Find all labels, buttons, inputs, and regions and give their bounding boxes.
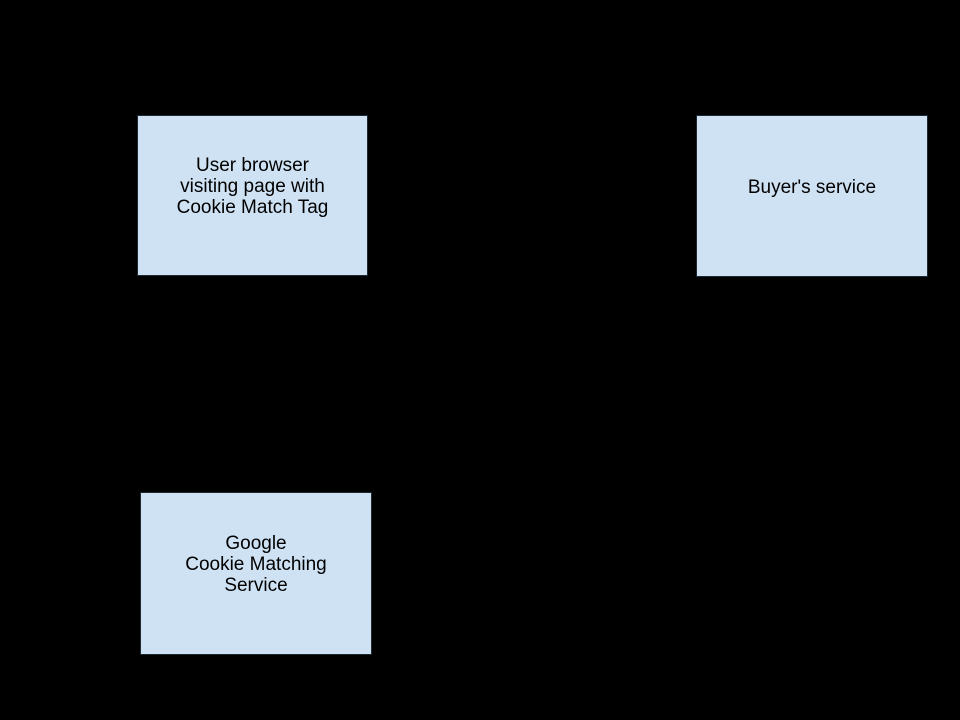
node-user-browser: User browser visiting page with Cookie M… <box>137 115 368 276</box>
node-buyers-service: Buyer's service <box>696 115 928 277</box>
node-user-browser-label: User browser visiting page with Cookie M… <box>176 155 329 218</box>
node-google-cookie-matching-service: Google Cookie Matching Service <box>140 492 372 655</box>
node-google-cookie-matching-service-label: Google Cookie Matching Service <box>185 533 327 596</box>
node-buyers-service-label: Buyer's service <box>747 176 877 198</box>
